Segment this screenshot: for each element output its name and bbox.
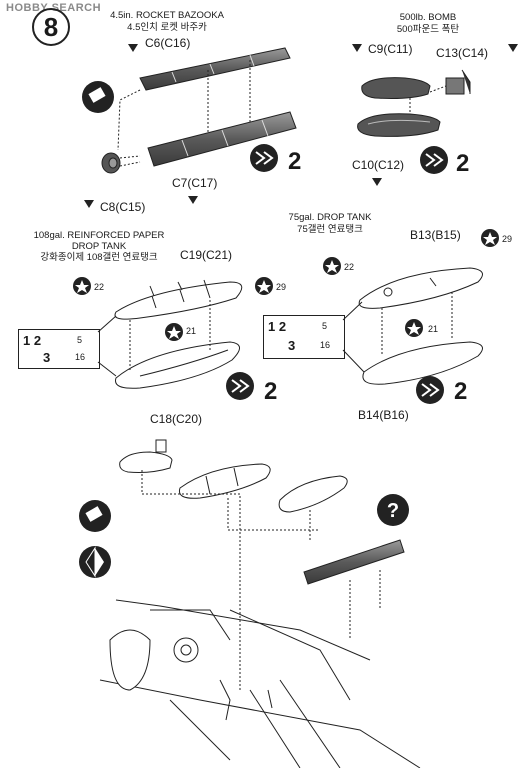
paper-tank-decal-c: 21	[186, 326, 197, 336]
bazooka-small	[303, 539, 405, 585]
bomb-fin	[445, 69, 471, 95]
steel-tank-part-bottom: B14(B16)	[358, 408, 409, 422]
steel-tank-title-en: 75gal. DROP TANK	[288, 212, 372, 223]
bazooka-title-kr: 4.5인치 로켓 바주카	[127, 22, 207, 33]
bomb-small	[119, 439, 173, 473]
paper-tank-bottom	[115, 341, 240, 389]
bomb-part-top: C9(C11)	[368, 42, 413, 56]
legend-code-2: 16	[320, 340, 331, 350]
bazooka-tube-upper	[139, 47, 291, 91]
bazooka-part-bottom: C7(C17)	[172, 176, 218, 190]
bazooka-part-top: C6(C16)	[145, 36, 191, 50]
paper-tank-small	[178, 463, 271, 499]
bazooka-title-en: 4.5in. ROCKET BAZOOKA	[110, 10, 224, 21]
steel-tank-count: 2	[454, 378, 468, 405]
legend-code-1: 5	[322, 321, 328, 331]
bomb-part-fin: C13(C14)	[436, 46, 489, 60]
bomb-lower	[357, 113, 441, 137]
steel-tank-small	[278, 475, 348, 513]
paper-tank-decal-b: 29	[276, 282, 287, 292]
legend-keys-1: 1 2	[268, 319, 287, 334]
paper-tank-count: 2	[264, 378, 278, 405]
paper-tank-legend: 1 2 5 3 16	[18, 329, 100, 369]
steel-tank-legend: 1 2 5 3 16	[263, 315, 345, 359]
paper-tank-decal-a: 22	[94, 282, 105, 292]
bazooka-count: 2	[288, 148, 302, 175]
steel-tank-part-top: B13(B15)	[410, 228, 461, 242]
steel-tank-decal-b: 29	[502, 234, 513, 244]
bomb-upper	[361, 77, 431, 99]
paper-tank-top	[114, 279, 243, 320]
legend-code-2: 16	[75, 352, 86, 362]
bomb-title-kr: 500파운드 폭탄	[396, 24, 460, 35]
bazooka-part-end: C8(C15)	[100, 200, 146, 214]
legend-code-1: 5	[77, 335, 83, 345]
bomb-title-en: 500lb. BOMB	[399, 12, 457, 23]
legend-keys-2: 3	[43, 350, 51, 365]
bomb-part-bottom: C10(C12)	[352, 158, 405, 172]
steel-tank-title-kr: 75갤런 연료탱크	[297, 224, 363, 235]
bazooka-end-cap	[101, 152, 141, 174]
steel-tank-decal-a: 22	[344, 262, 355, 272]
paper-tank-title-kr: 강화종이제 108갤런 연료탱크	[40, 252, 158, 263]
paper-tank-part-top: C19(C21)	[180, 248, 233, 262]
paper-tank-title-en-2: DROP TANK	[71, 241, 127, 252]
legend-keys-2: 3	[288, 338, 296, 353]
steel-tank-decal-c: 21	[428, 324, 439, 334]
steel-tank-bottom	[362, 341, 483, 385]
bomb-count: 2	[456, 150, 470, 177]
aircraft-wing	[99, 599, 421, 768]
paper-tank-part-bottom: C18(C20)	[150, 412, 203, 426]
step-number: 8	[32, 8, 70, 46]
steel-tank-top	[358, 267, 483, 309]
bazooka-tube-lower	[147, 111, 297, 167]
legend-keys-1: 1 2	[23, 333, 42, 348]
paper-tank-title-en-1: 108gal. REINFORCED PAPER	[33, 230, 165, 241]
